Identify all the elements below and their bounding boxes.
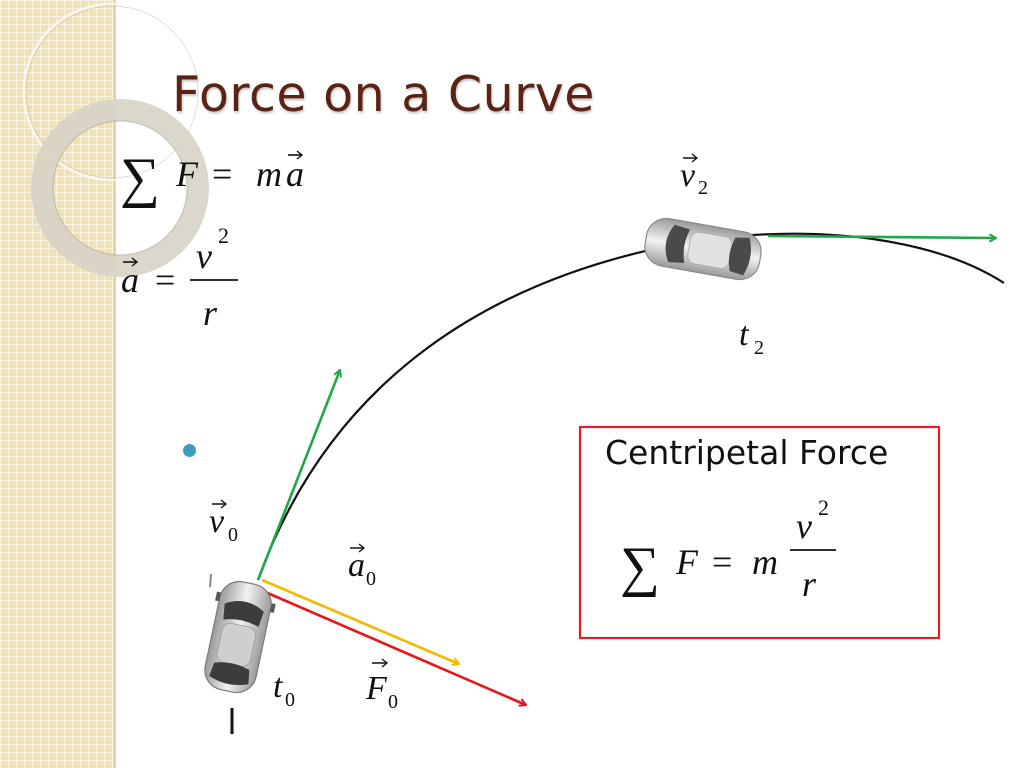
- centripetal-equals: =: [712, 542, 732, 582]
- f0-label: F: [365, 670, 388, 707]
- bullet-point: [183, 444, 196, 457]
- centripetal-sum-symbol: ∑: [620, 536, 660, 598]
- a0-subscript: 0: [366, 568, 376, 590]
- force-arrow-f0: [255, 586, 526, 705]
- accel-denominator: r: [203, 293, 218, 333]
- accel-equals: =: [155, 260, 175, 300]
- vector-arrow-mark: [296, 150, 304, 160]
- accel-exponent: 2: [218, 223, 229, 248]
- v2-subscript: 2: [698, 177, 708, 199]
- accel-lhs: a: [121, 260, 139, 300]
- f0-subscript: 0: [388, 691, 398, 713]
- newton-a: a: [286, 154, 304, 194]
- vector-arrow-mark: [131, 257, 139, 267]
- t2-label: t: [739, 316, 750, 353]
- t0-label: t: [273, 668, 284, 705]
- slide-title: Force on a Curve: [172, 66, 595, 123]
- accel-numerator: v: [196, 236, 212, 276]
- t2-subscript: 2: [754, 337, 764, 359]
- v0-subscript: 0: [228, 524, 238, 546]
- newton-equals: =: [212, 154, 232, 194]
- velocity-arrow-v2: [767, 236, 996, 238]
- vector-arrow-mark: [691, 153, 699, 163]
- car-icon-t0: [204, 580, 276, 694]
- tick-mark: [209, 573, 212, 588]
- sidebar-edge: [113, 0, 116, 768]
- car-icon-t2: [644, 217, 762, 281]
- centripetal-denominator: r: [802, 564, 817, 604]
- newton-lhs: F: [175, 154, 199, 194]
- v2-label: v: [680, 157, 696, 194]
- a0-label: a: [348, 547, 365, 584]
- velocity-arrow-v0: [256, 370, 340, 581]
- curve-path: [256, 232, 1005, 581]
- vector-arrow-mark: [220, 499, 228, 509]
- v0-label: v: [209, 503, 225, 540]
- centripetal-force-label: Centripetal Force: [605, 433, 888, 472]
- centripetal-lhs: F: [675, 542, 699, 582]
- sum-symbol: ∑: [120, 147, 160, 209]
- centripetal-force-box: [578, 425, 941, 640]
- acceleration-arrow-a0: [261, 578, 459, 664]
- vector-arrow-mark: [381, 658, 389, 668]
- decorative-rings: [22, 2, 209, 277]
- centripetal-numerator: v: [796, 506, 812, 546]
- newton-m: m: [256, 154, 282, 194]
- centripetal-m: m: [752, 542, 778, 582]
- t0-subscript: 0: [285, 689, 295, 711]
- vector-arrow-mark: [358, 543, 366, 553]
- centripetal-exponent: 2: [818, 495, 829, 520]
